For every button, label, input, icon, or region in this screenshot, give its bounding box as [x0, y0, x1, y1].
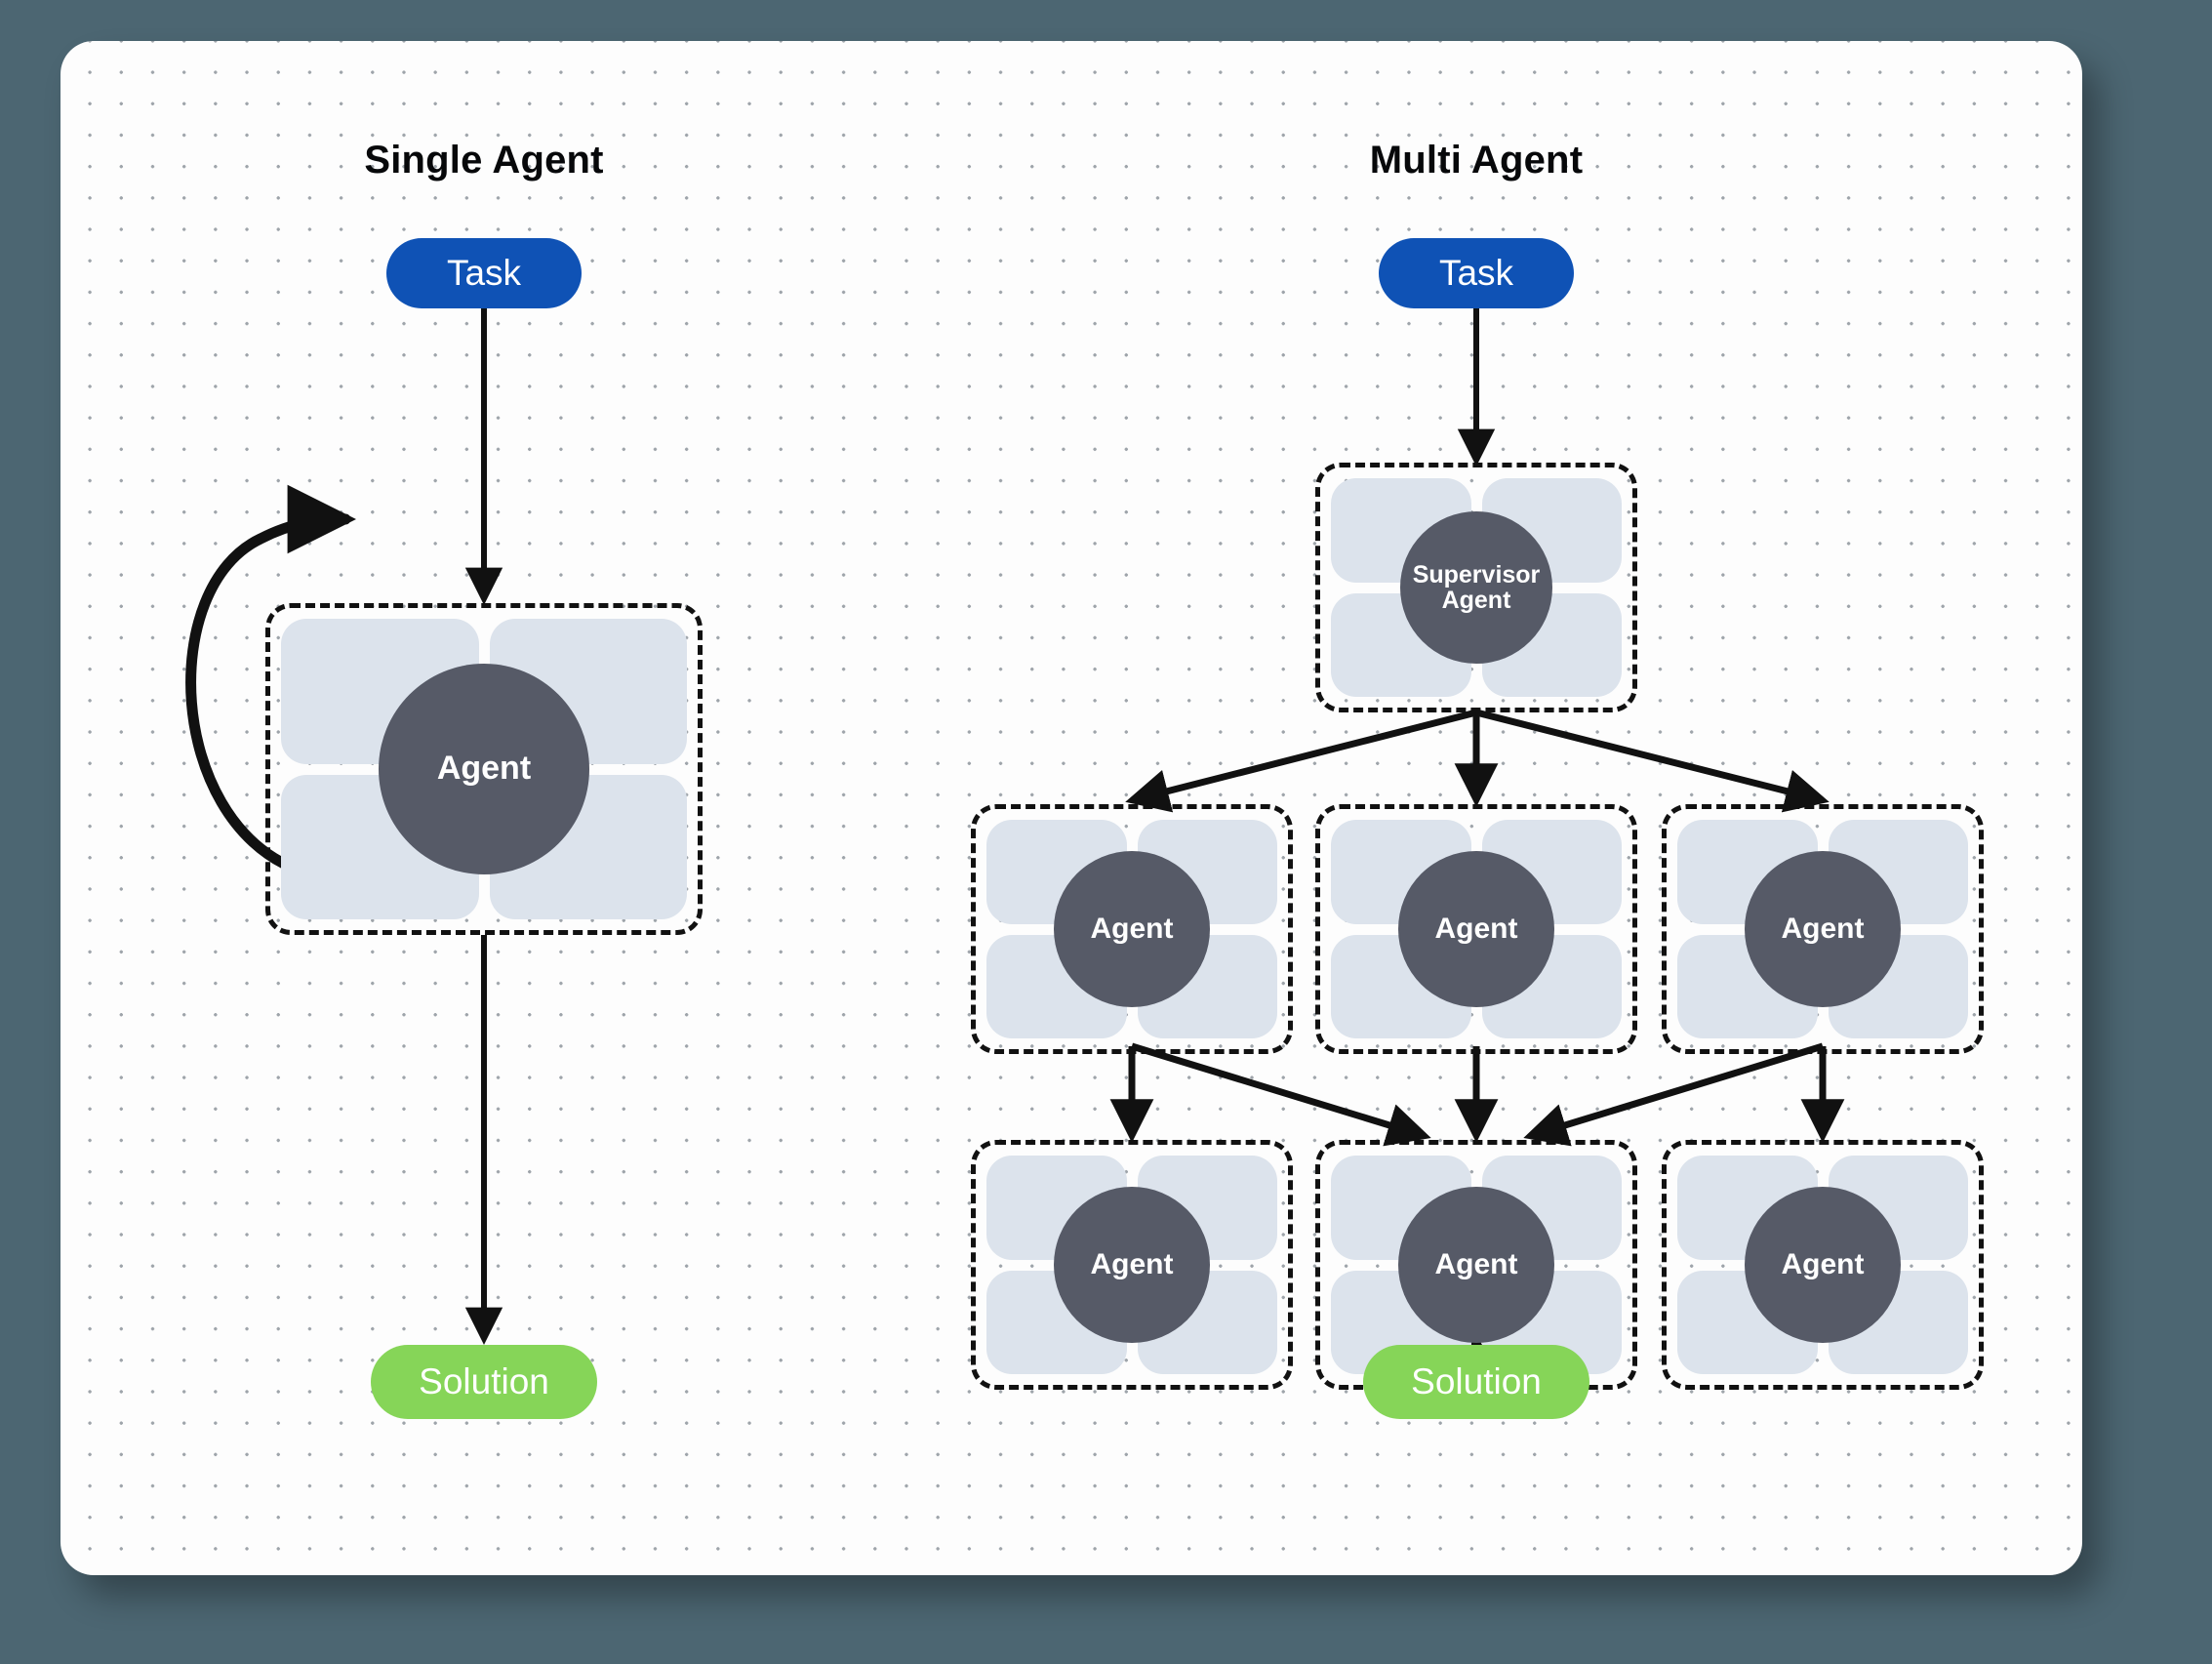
agent-card-row3-col3[interactable]: Agent — [1662, 1140, 1984, 1390]
agent-card-single[interactable]: Agent — [265, 603, 703, 935]
agent-circle-row2-col3: Agent — [1745, 851, 1901, 1007]
supervisor-label-line1: Supervisor — [1412, 561, 1541, 588]
agent-card-row2-col1[interactable]: Agent — [971, 804, 1293, 1054]
supervisor-agent-circle: Supervisor Agent — [1400, 511, 1552, 664]
task-node-single[interactable]: Task — [386, 238, 582, 308]
agent-circle-row3-col3: Agent — [1745, 1187, 1901, 1343]
agent-card-row2-col2[interactable]: Agent — [1315, 804, 1637, 1054]
agent-card-row2-col3[interactable]: Agent — [1662, 804, 1984, 1054]
solution-node-single[interactable]: Solution — [371, 1345, 597, 1419]
agent-circle-row2-col1: Agent — [1054, 851, 1210, 1007]
agent-card-row3-col1[interactable]: Agent — [971, 1140, 1293, 1390]
agent-circle-row2-col2: Agent — [1398, 851, 1554, 1007]
agent-circle-row3-col1: Agent — [1054, 1187, 1210, 1343]
panel-title-single: Single Agent — [364, 139, 604, 182]
agent-circle-single: Agent — [379, 664, 589, 874]
solution-node-multi[interactable]: Solution — [1363, 1345, 1589, 1419]
agent-circle-row3-col2: Agent — [1398, 1187, 1554, 1343]
diagram-card: Single Agent Task Agent Solution Multi A… — [60, 41, 2082, 1575]
panel-title-multi: Multi Agent — [1369, 139, 1584, 182]
supervisor-label-line2: Agent — [1441, 587, 1511, 614]
supervisor-agent-card[interactable]: Supervisor Agent — [1315, 463, 1637, 712]
task-node-multi[interactable]: Task — [1379, 238, 1574, 308]
